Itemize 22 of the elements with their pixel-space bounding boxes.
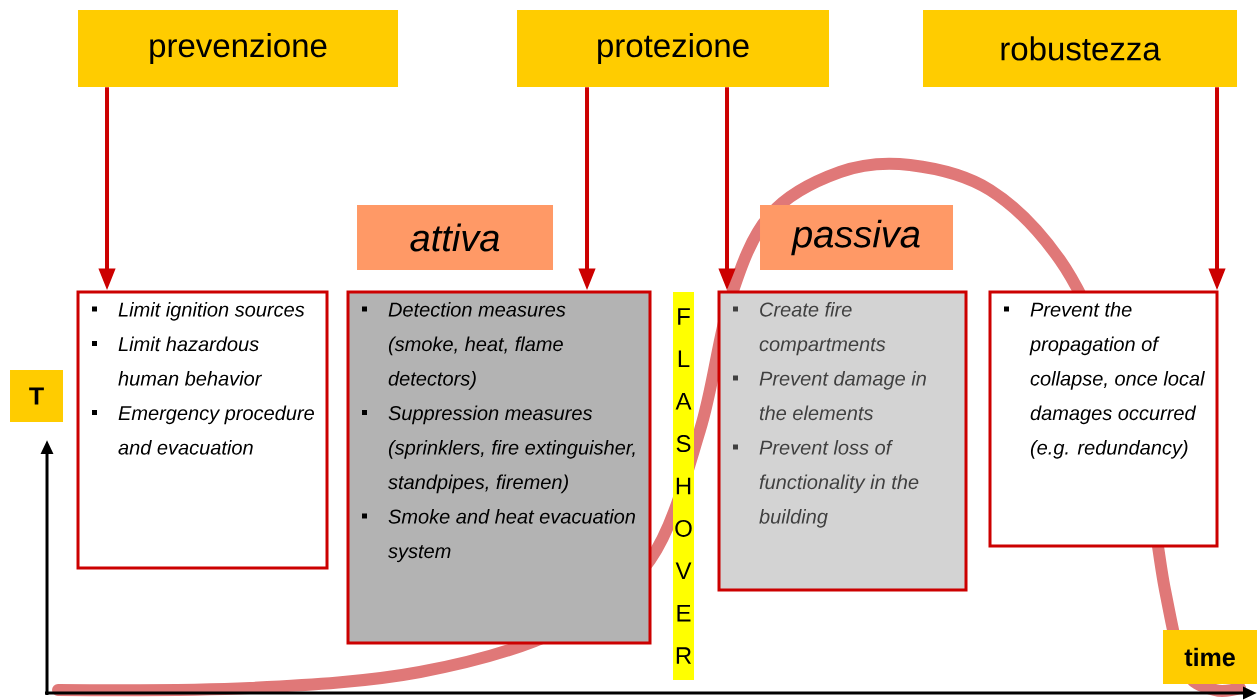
measures-box bbox=[717, 290, 968, 592]
category-label: robustezza bbox=[923, 10, 1237, 87]
bullet-item: Prevent loss of functionality in the building bbox=[733, 440, 919, 528]
bullet-item: Detection measures (smoke, heat, flame detectors) bbox=[362, 302, 566, 390]
axis-label: T bbox=[10, 370, 63, 422]
category-label: prevenzione bbox=[78, 10, 398, 87]
measures-box bbox=[346, 290, 652, 645]
bullet-item: Emergency procedure and evacuation bbox=[92, 405, 314, 455]
bullet-item: Create fire compartments bbox=[733, 302, 886, 356]
bullet-item: Smoke and heat evacuation system bbox=[362, 509, 635, 563]
subcategory-label: passiva bbox=[760, 205, 953, 270]
flashover-band: FLASHOVER bbox=[673, 292, 694, 680]
axis-label: time bbox=[1163, 630, 1257, 684]
bullet-item: Suppression measures (sprinklers, fire extinguisher, standpipes, firemen) bbox=[362, 405, 635, 494]
measures-box bbox=[76, 290, 329, 570]
category-label: protezione bbox=[517, 10, 829, 87]
measures-box bbox=[988, 290, 1219, 548]
bullet-item: Prevent damage in the elements bbox=[733, 371, 926, 421]
bullet-item: Prevent the propagation of collapse, once local damages occurred (e.g. redundancy) bbox=[1004, 302, 1205, 459]
bullet-item: Limit ignition sources bbox=[92, 302, 305, 321]
bullet-item: Limit hazardous human behavior bbox=[92, 336, 263, 386]
subcategory-label: attiva bbox=[357, 205, 553, 270]
